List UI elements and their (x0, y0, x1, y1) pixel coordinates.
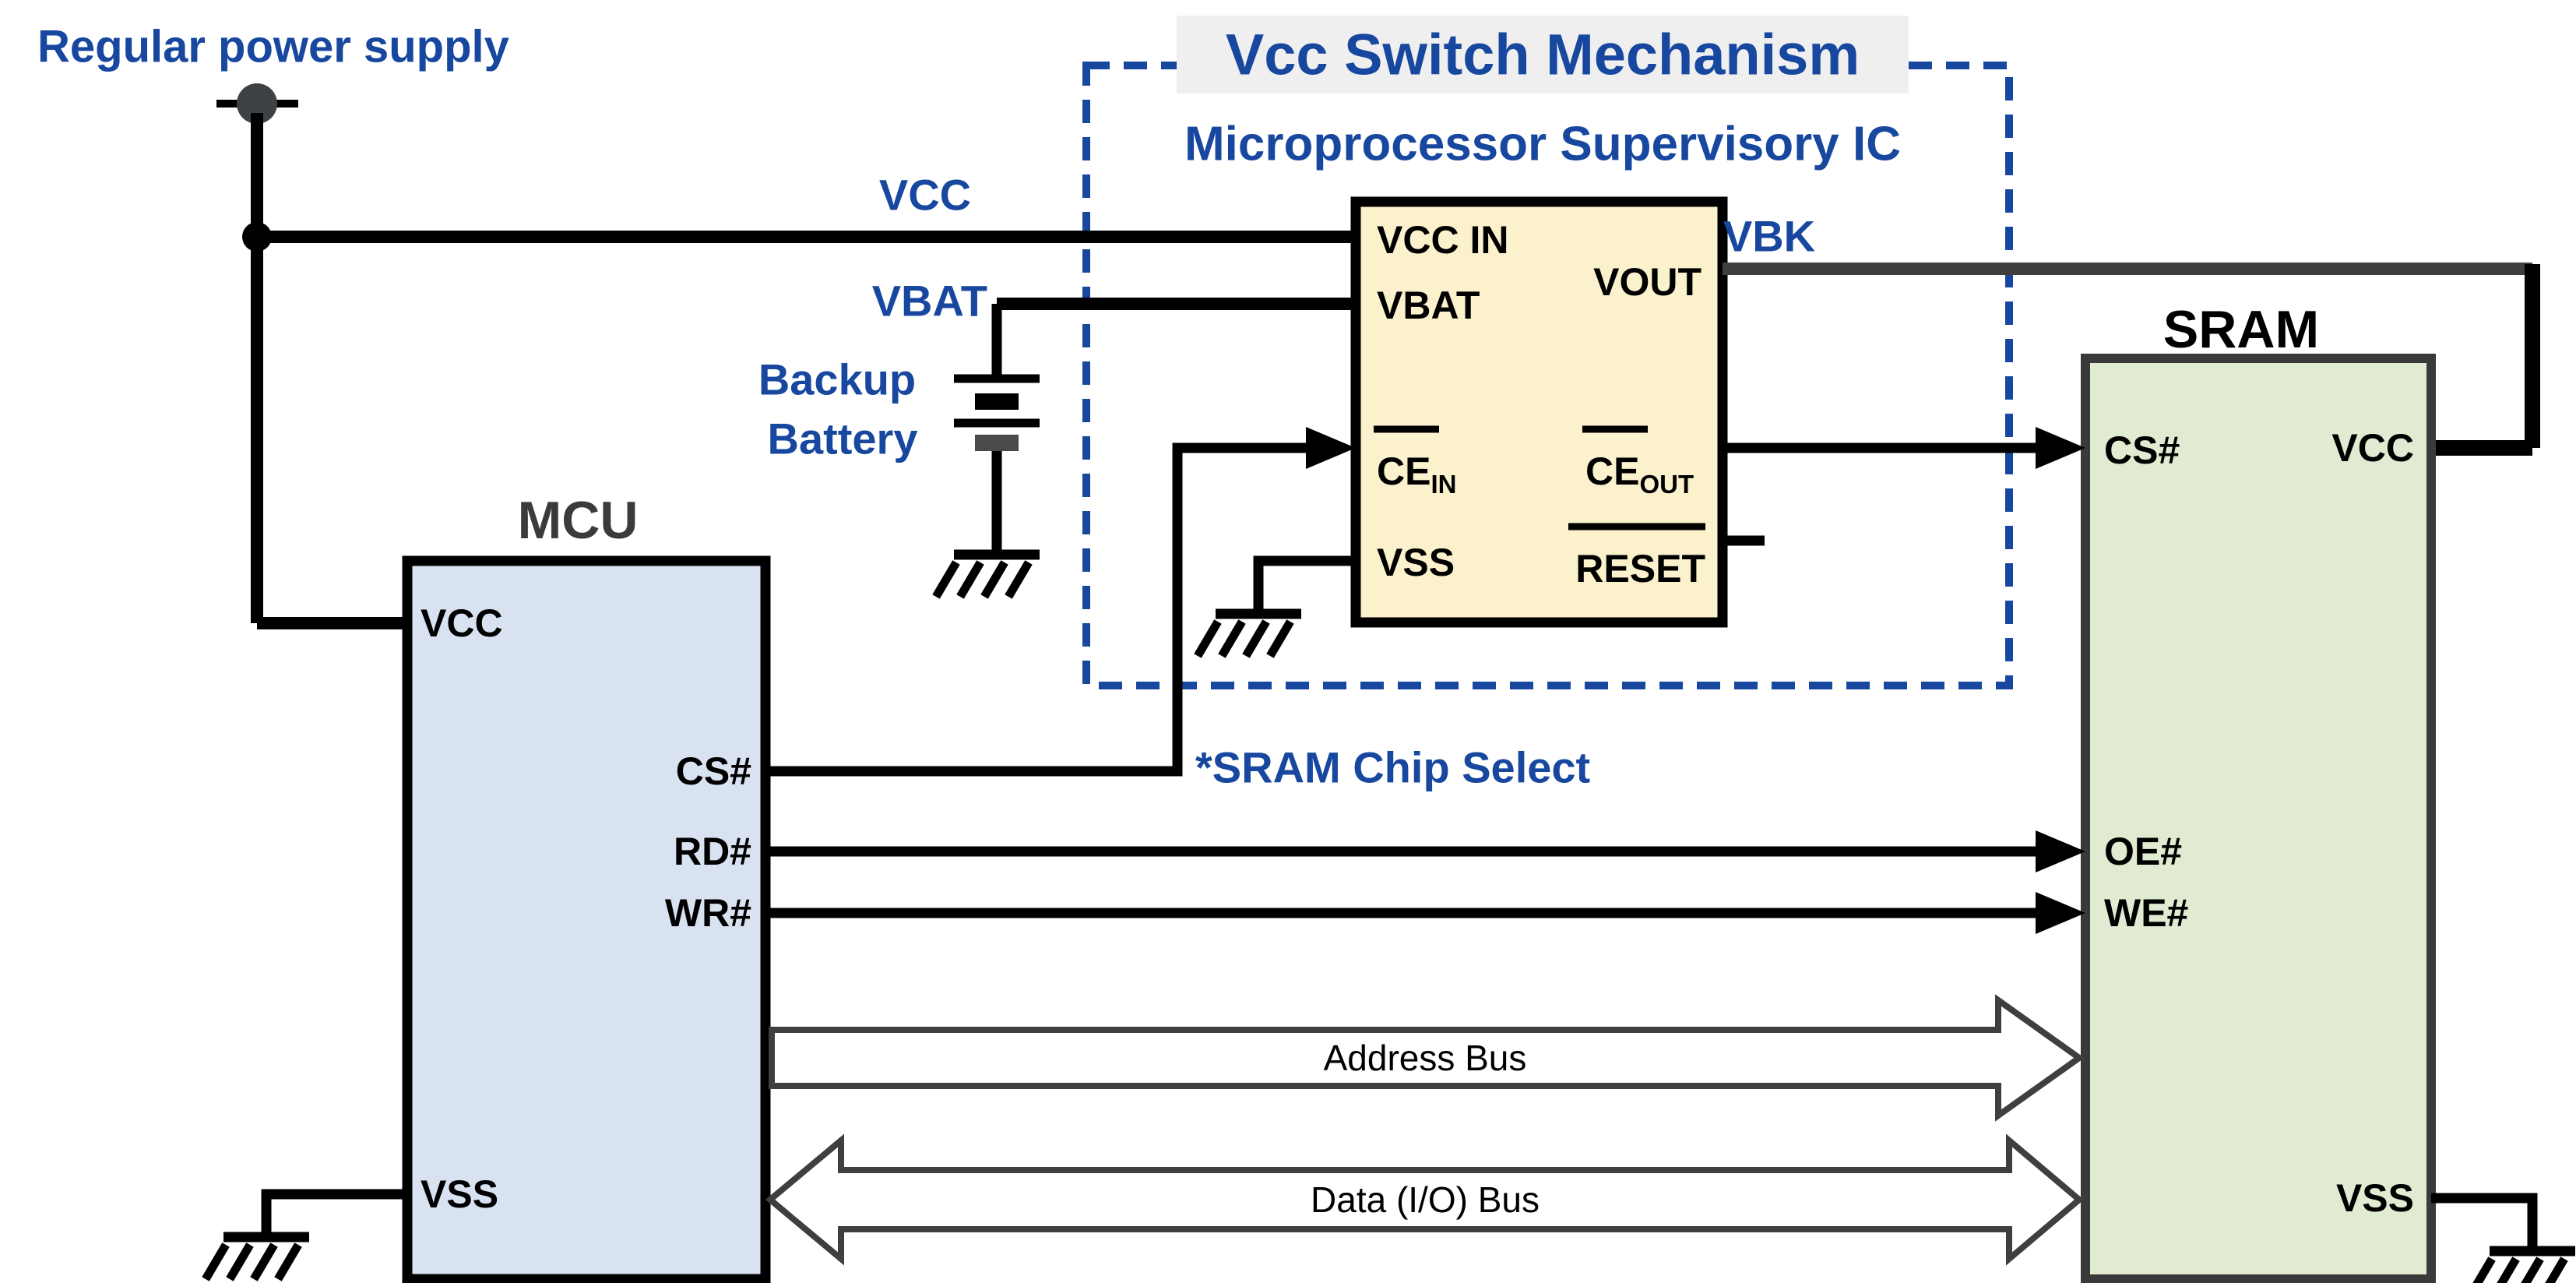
vcc-net-label: VCC (879, 171, 971, 220)
regular-power-supply-label: Regular power supply (37, 22, 509, 72)
supervisory-ic-subtitle: Microprocessor Supervisory IC (1184, 118, 1901, 171)
sram-ground-icon (2472, 1251, 2575, 1283)
mcu-pin-cs: CS# (676, 749, 751, 793)
ic-pin-ce-out: CEOUT (1585, 449, 1694, 499)
vbk-net-label: VBK (1723, 212, 1815, 261)
we-arrowhead-icon (2036, 892, 2085, 934)
ic-pin-reset: RESET (1575, 547, 1705, 590)
mcu-pin-wr: WR# (665, 891, 751, 935)
address-bus-label: Address Bus (1324, 1038, 1527, 1078)
ic-pin-vout: VOUT (1593, 260, 1701, 304)
sram-cs-arrowhead-icon (2036, 427, 2085, 469)
sram-box (2081, 354, 2436, 1283)
mcu-vss-ground-wire (261, 1189, 407, 1235)
ic-pin-ce-in: CEIN (1377, 449, 1456, 499)
sram-pin-vss: VSS (2336, 1176, 2414, 1220)
sram-pin-vcc: VCC (2331, 426, 2414, 470)
supply-terminal-icon (237, 83, 277, 124)
data-bus-arrow (765, 1133, 2085, 1266)
address-bus-arrow (769, 994, 2085, 1122)
sram-pin-we: WE# (2104, 891, 2188, 935)
mcu-box (402, 555, 771, 1283)
mcu-pin-rd: RD# (674, 830, 751, 873)
vbat-net-label: VBAT (872, 277, 987, 326)
vcc-switch-title-plate (1177, 16, 1909, 93)
vcc-switch-title: Vcc Switch Mechanism (1226, 23, 1860, 87)
sram-pin-cs: CS# (2104, 428, 2180, 472)
oe-arrowhead-icon (2036, 830, 2085, 872)
mcu-title: MCU (518, 491, 639, 550)
ic-pin-vbat: VBAT (1377, 284, 1480, 327)
data-bus-label: Data (I/O) Bus (1311, 1179, 1540, 1220)
supervisory-ic-box (1350, 196, 1728, 628)
sram-pin-oe: OE# (2104, 830, 2182, 873)
ic-pin-vcc-in: VCC IN (1377, 218, 1508, 262)
mcu-ground-icon (206, 1237, 309, 1279)
sram-chip-select-label: *SRAM Chip Select (1195, 743, 1590, 792)
ic-ground-icon (1198, 614, 1301, 656)
battery-ground-icon (936, 555, 1040, 597)
cein-arrowhead-icon (1306, 427, 1356, 469)
backup-battery-label-line2: Battery (768, 414, 918, 464)
ic-vss-ground-wire (1253, 555, 1356, 612)
ic-pin-vss: VSS (1377, 541, 1455, 584)
sram-title: SRAM (2163, 300, 2319, 359)
mcu-pin-vcc: VCC (421, 601, 503, 645)
backup-battery-label-line1: Backup (758, 355, 916, 404)
sram-vss-ground-wire (2431, 1193, 2538, 1250)
backup-battery-icon (954, 374, 1040, 451)
mcu-pin-vss: VSS (421, 1172, 498, 1216)
cs-to-cein-wire (765, 442, 1310, 777)
